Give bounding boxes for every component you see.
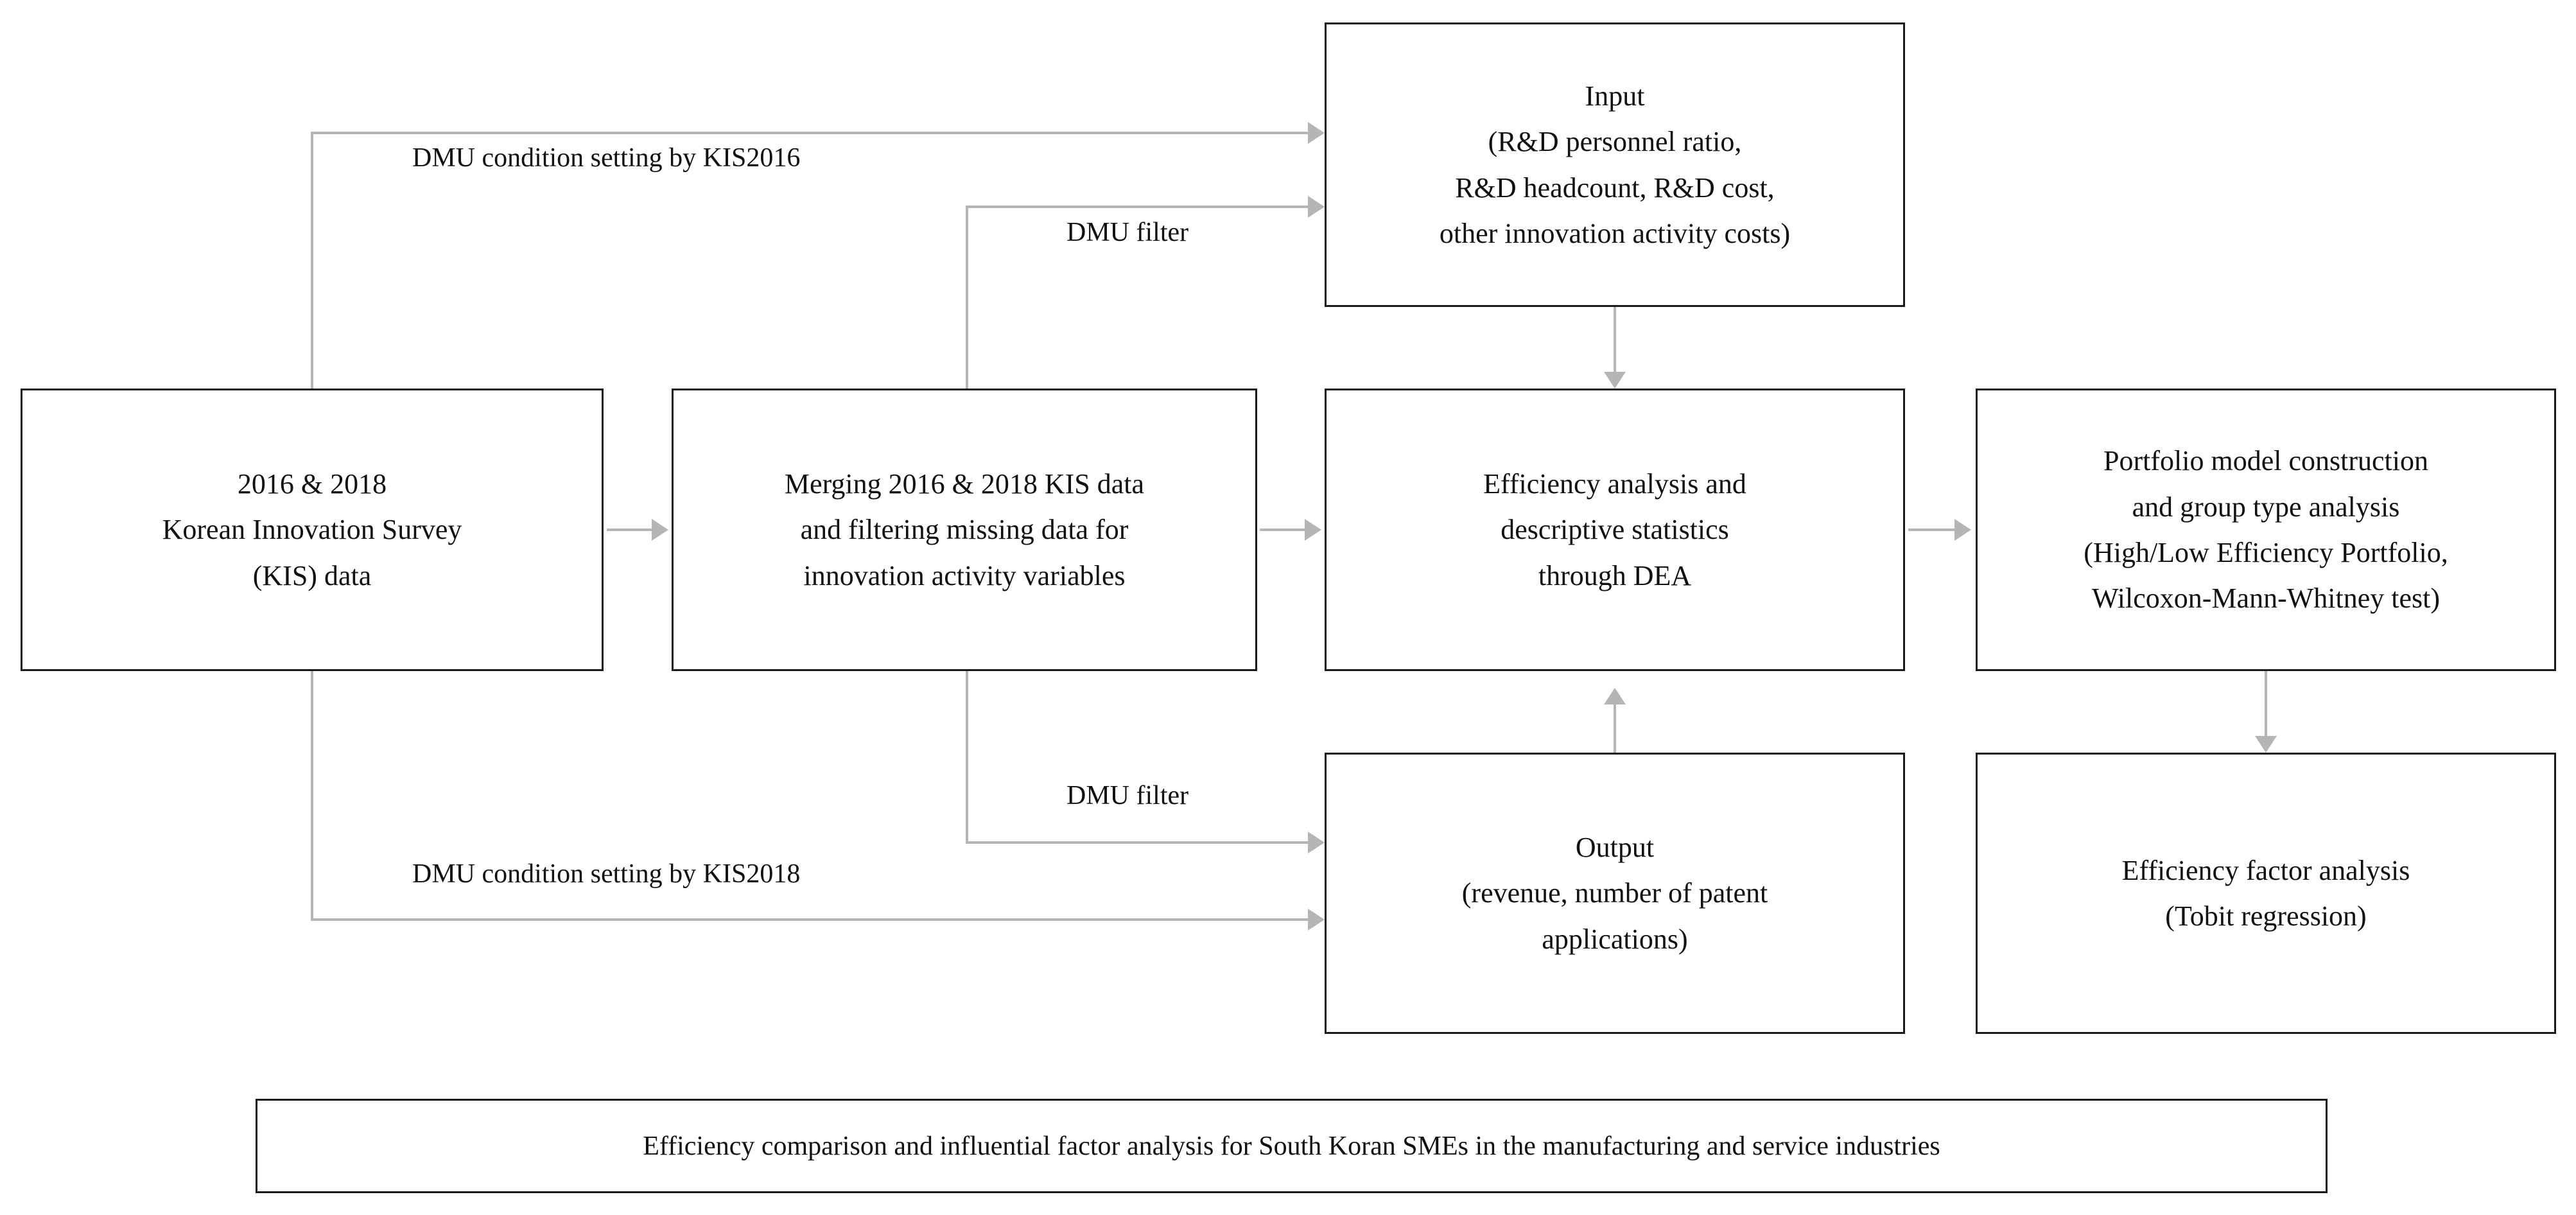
summary-title-bar[interactable]: Efficiency comparison and influential fa… (256, 1099, 2328, 1193)
box-tobit-line-1: Efficiency factor analysis (2121, 854, 2410, 886)
connector-input-to-dea-vertical (1614, 307, 1616, 372)
box-portfolio-line-3: (High/Low Efficiency Portfolio, (2084, 537, 2448, 568)
box-kis-data[interactable]: 2016 & 2018 Korean Innovation Survey (KI… (21, 389, 604, 671)
box-merging-line-1: Merging 2016 & 2018 KIS data (784, 468, 1145, 500)
connector-kis2018-horizontal (311, 918, 1308, 921)
box-merging-filtering[interactable]: Merging 2016 & 2018 KIS data and filteri… (672, 389, 1257, 671)
connector-kis2016-arrowhead (1308, 122, 1325, 144)
connector-dmufilter-bottom-vertical (966, 671, 968, 844)
connector-dmufilter-top-arrowhead (1308, 196, 1325, 218)
box-kis-data-line-3: (KIS) data (252, 559, 372, 591)
connector-output-to-dea-vertical (1614, 704, 1616, 753)
box-efficiency-dea-line-2: descriptive statistics (1501, 514, 1729, 546)
box-kis-data-line-2: Korean Innovation Survey (162, 514, 462, 546)
edge-label-dmu-condition-kis2018: DMU condition setting by KIS2018 (412, 859, 801, 889)
connector-kis2016-horizontal (311, 132, 1308, 134)
box-efficiency-dea[interactable]: Efficiency analysis and descriptive stat… (1325, 389, 1905, 671)
connector-merging-to-dea-arrowhead (1305, 519, 1321, 541)
box-portfolio-model[interactable]: Portfolio model construction and group t… (1976, 389, 2556, 671)
connector-kis2016-vertical (311, 132, 313, 389)
connector-portfolio-to-tobit-arrowhead (2255, 736, 2277, 753)
box-input-line-1: Input (1585, 80, 1645, 112)
box-input-line-4: other innovation activity costs) (1439, 217, 1791, 249)
connector-merging-to-dea-line (1260, 529, 1305, 531)
connector-input-to-dea-arrowhead (1604, 372, 1626, 389)
connector-kis-to-merging-line (607, 529, 652, 531)
box-output-line-1: Output (1575, 832, 1655, 864)
edge-label-dmu-condition-kis2016: DMU condition setting by KIS2016 (412, 143, 801, 173)
connector-dea-to-portfolio-arrowhead (1954, 519, 1971, 541)
connector-kis-to-merging-arrowhead (652, 519, 668, 541)
connector-dmufilter-bottom-arrowhead (1308, 832, 1325, 853)
connector-kis2018-arrowhead (1308, 909, 1325, 931)
summary-title-text: Efficiency comparison and influential fa… (643, 1131, 1940, 1161)
box-tobit-regression[interactable]: Efficiency factor analysis (Tobit regres… (1976, 753, 2556, 1034)
box-input-line-2: (R&D personnel ratio, (1488, 126, 1742, 158)
box-output[interactable]: Output (revenue, number of patent applic… (1325, 753, 1905, 1034)
box-input[interactable]: Input (R&D personnel ratio, R&D headcoun… (1325, 22, 1905, 307)
connector-dmufilter-top-vertical (966, 205, 968, 389)
box-input-line-3: R&D headcount, R&D cost, (1455, 171, 1775, 204)
connector-dmufilter-top-horizontal (966, 205, 1308, 208)
box-merging-line-2: and filtering missing data for (800, 514, 1129, 546)
box-output-line-3: applications) (1542, 923, 1688, 955)
box-kis-data-line-1: 2016 & 2018 (237, 468, 387, 500)
box-efficiency-dea-line-3: through DEA (1538, 559, 1692, 591)
edge-label-dmu-filter-top: DMU filter (1066, 218, 1189, 247)
connector-dea-to-portfolio-line (1908, 529, 1954, 531)
edge-label-dmu-filter-bottom: DMU filter (1066, 781, 1189, 810)
box-output-line-2: (revenue, number of patent (1461, 877, 1768, 909)
connector-dmufilter-bottom-horizontal (966, 841, 1308, 844)
box-merging-line-3: innovation activity variables (803, 559, 1126, 591)
connector-output-to-dea-arrowhead (1604, 688, 1626, 704)
box-tobit-line-2: (Tobit regression) (2165, 900, 2367, 932)
box-efficiency-dea-line-1: Efficiency analysis and (1483, 468, 1746, 500)
connector-portfolio-to-tobit-vertical (2265, 671, 2267, 736)
box-portfolio-line-4: Wilcoxon-Mann-Whitney test) (2092, 582, 2440, 615)
connector-kis2018-vertical (311, 671, 313, 921)
box-portfolio-line-2: and group type analysis (2132, 491, 2400, 523)
box-portfolio-line-1: Portfolio model construction (2103, 445, 2428, 477)
